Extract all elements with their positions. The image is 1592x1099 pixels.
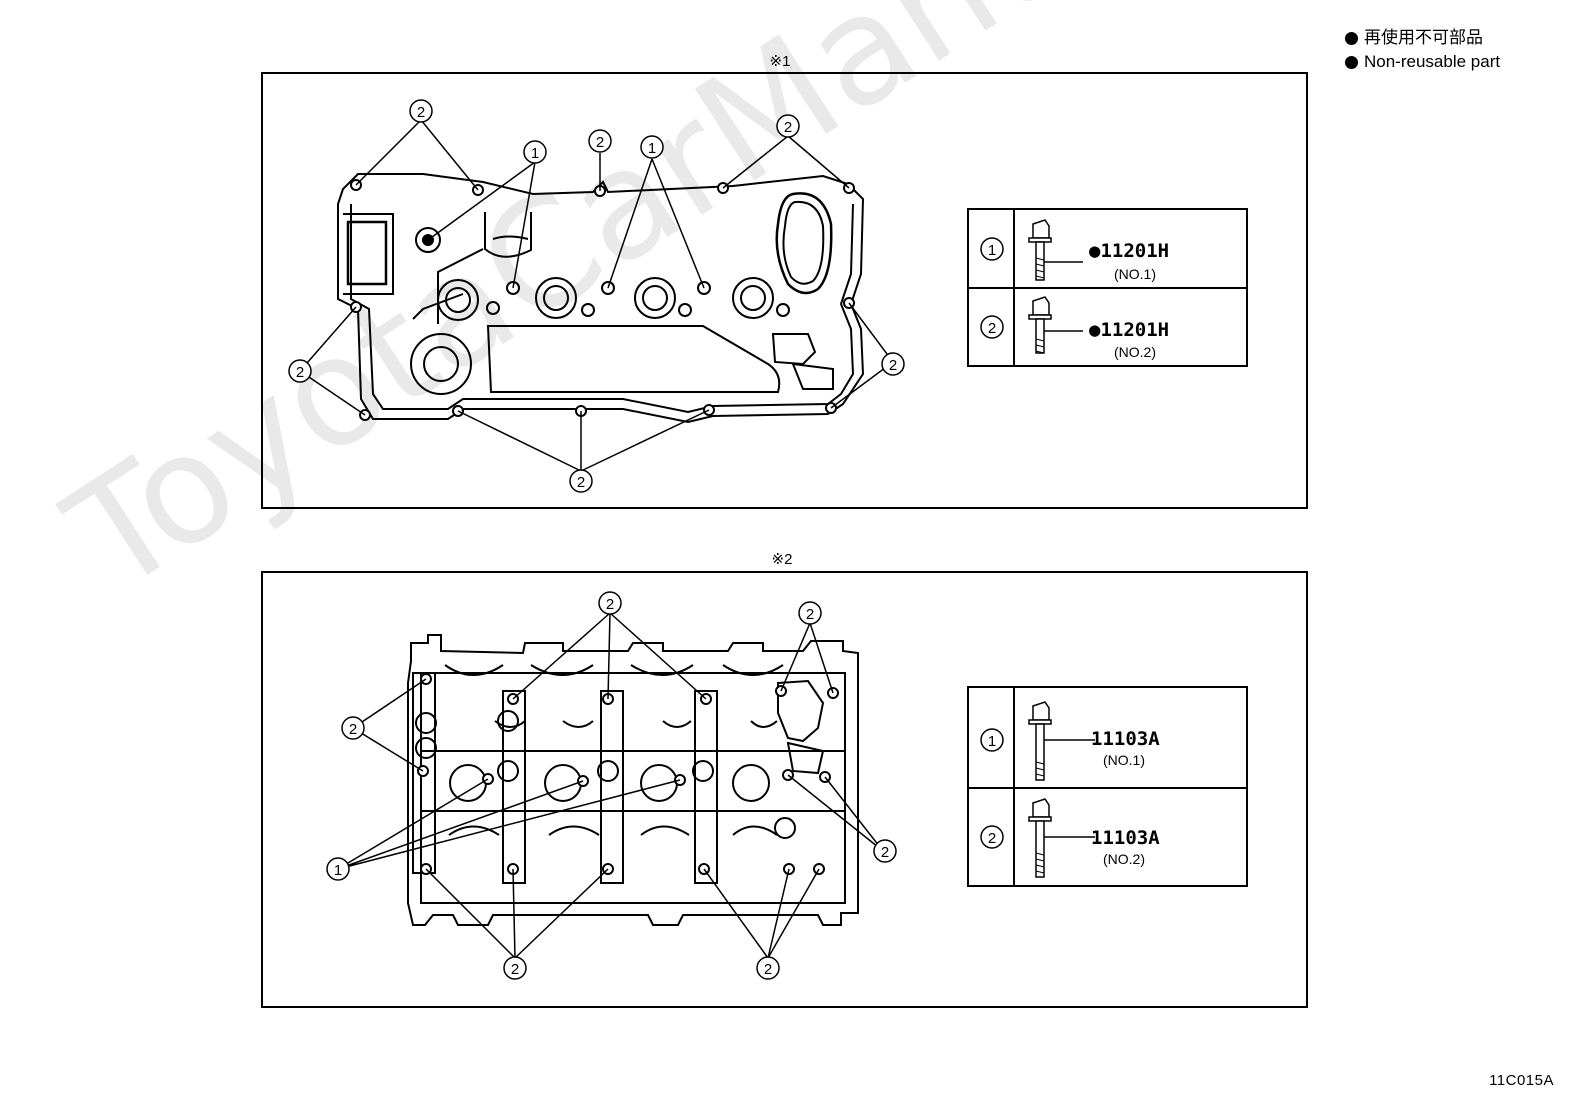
bolt-holes	[417, 673, 839, 875]
legend-japanese: 再使用不可部品	[1364, 28, 1483, 47]
callout-1: 1	[523, 140, 547, 164]
svg-text:2: 2	[296, 364, 304, 381]
svg-text:2: 2	[881, 844, 889, 861]
bolt-icon	[1028, 798, 1095, 878]
callout-2: 2	[341, 716, 365, 740]
svg-text:2: 2	[764, 961, 772, 978]
marker-cell: 2	[969, 789, 1015, 885]
panel2-label: ※2	[771, 551, 793, 568]
bullet-icon	[1345, 55, 1358, 69]
svg-text:2: 2	[577, 474, 585, 491]
callout-2: 2	[569, 469, 593, 493]
svg-text:2: 2	[349, 721, 357, 738]
svg-text:1: 1	[988, 242, 996, 259]
part-sub: (NO.1)	[1103, 752, 1145, 768]
cylinder-head-diagram: 2 2 2 1 2 2 2	[326, 591, 897, 980]
figure-code: 11C015A	[1489, 1072, 1554, 1089]
callout-2: 2	[881, 352, 905, 376]
bolt-icon	[1028, 219, 1083, 281]
callout-2: 2	[409, 99, 433, 123]
svg-text:2: 2	[806, 606, 814, 623]
part-number: 11103A	[1091, 728, 1160, 750]
part-sub: (NO.1)	[1114, 266, 1156, 282]
part-number: ●11201H	[1089, 319, 1170, 341]
parts-table-2: 1 11103A (NO.1) 2 11103A	[967, 686, 1248, 887]
cylinder-head-cover-diagram: 2 2 2 1 1 2 2 2	[288, 99, 905, 493]
callout-2: 2	[756, 956, 780, 980]
panel1-label: ※1	[769, 53, 791, 70]
part-sub: (NO.2)	[1114, 344, 1156, 360]
leader-lines	[299, 119, 894, 472]
svg-text:1: 1	[988, 733, 996, 750]
panel-cylinder-head-cover: 2 2 2 1 1 2 2 2 1 ●11201H (NO.1)	[261, 72, 1308, 509]
leader-lines	[337, 612, 884, 959]
svg-text:2: 2	[988, 830, 996, 847]
svg-text:2: 2	[596, 134, 604, 151]
legend-row-english: Non-reusable part	[1345, 50, 1500, 74]
svg-text:1: 1	[531, 145, 539, 162]
svg-text:2: 2	[606, 596, 614, 613]
part-sub: (NO.2)	[1103, 851, 1145, 867]
callout-2: 2	[503, 956, 527, 980]
callout-1: 1	[640, 135, 664, 159]
svg-text:2: 2	[784, 119, 792, 136]
bolt-icon	[1028, 701, 1095, 781]
svg-text:1: 1	[334, 862, 342, 879]
head-outline	[407, 634, 859, 926]
callout-2: 2	[776, 114, 800, 138]
legend-english: Non-reusable part	[1364, 52, 1501, 71]
svg-text:2: 2	[417, 104, 425, 121]
callout-2: 2	[288, 359, 312, 383]
svg-text:2: 2	[988, 320, 996, 337]
callout-2: 2	[598, 591, 622, 615]
legend-row-japanese: 再使用不可部品	[1345, 26, 1500, 50]
parts-row: 2 11103A (NO.2)	[969, 789, 1246, 885]
part-number: ●11201H	[1089, 240, 1170, 262]
callout-1: 1	[326, 857, 350, 881]
svg-text:2: 2	[511, 961, 519, 978]
parts-row: 1 11103A (NO.1)	[969, 688, 1246, 789]
callout-2: 2	[588, 129, 612, 153]
callout-2: 2	[798, 601, 822, 625]
callouts: 2 2 2 1 1 2 2 2	[288, 99, 905, 493]
legend: 再使用不可部品 Non-reusable part	[1345, 26, 1500, 74]
part-number: 11103A	[1091, 827, 1160, 849]
cover-outline	[337, 173, 865, 424]
svg-text:2: 2	[889, 357, 897, 374]
marker-cell: 1	[969, 210, 1015, 287]
marker-cell: 1	[969, 688, 1015, 787]
svg-text:1: 1	[648, 140, 656, 157]
bullet-icon	[1345, 31, 1358, 45]
parts-table-1: 1 ●11201H (NO.1) 2 ●11201	[967, 208, 1248, 367]
callout-2: 2	[873, 839, 897, 863]
bolt-icon	[1028, 296, 1083, 354]
parts-row: 1 ●11201H (NO.1)	[969, 210, 1246, 289]
parts-row: 2 ●11201H (NO.2)	[969, 289, 1246, 365]
panel-cylinder-head: 2 2 2 1 2 2 2 1 11103A (NO.1)	[261, 571, 1308, 1008]
callouts: 2 2 2 1 2 2 2	[326, 591, 897, 980]
marker-cell: 2	[969, 289, 1015, 365]
